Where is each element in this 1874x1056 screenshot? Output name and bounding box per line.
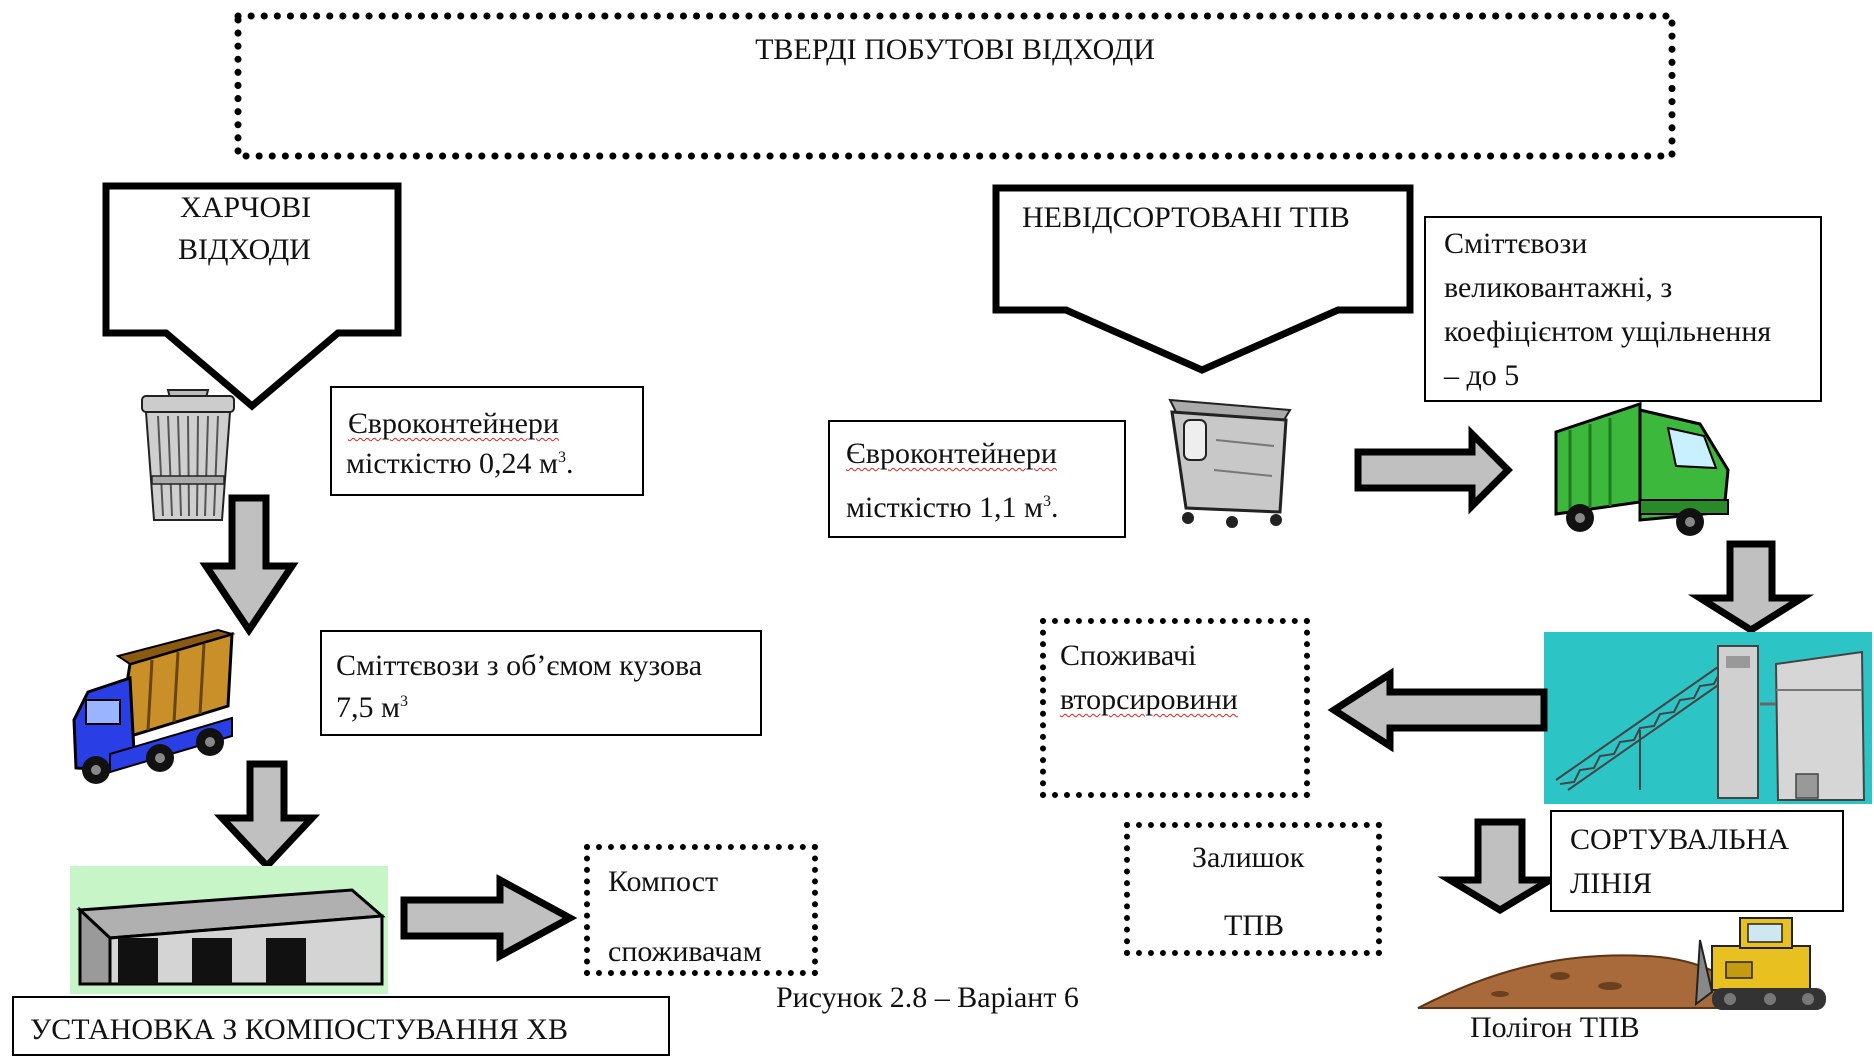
large-containers-box: Євроконтейнери місткістю 1,1 м3.: [828, 420, 1126, 538]
composting-label: УСТАНОВКА З КОМПОСТУВАННЯ ХВ: [30, 1013, 568, 1046]
composting-building-icon: [76, 888, 386, 986]
unsorted-waste-arrow: [992, 184, 1414, 374]
recyclers-line1: Споживачі: [1060, 639, 1197, 672]
small-containers-word: Євроконтейнери: [348, 407, 559, 440]
large-trucks-line2: великовантажні, з: [1444, 271, 1673, 304]
arrow-can-to-truck: [199, 494, 299, 637]
residue-box: Залишок ТПВ: [1124, 822, 1382, 956]
sorting-line2: ЛІНІЯ: [1570, 867, 1653, 900]
large-trucks-line4: – до 5: [1444, 359, 1520, 392]
trash-can-icon: [141, 389, 235, 521]
large-trucks-box: Сміттєвози великовантажні, з коефіцієнто…: [1424, 216, 1822, 402]
unsorted-label: НЕВІДСОРТОВАНІ ТПВ: [1022, 201, 1350, 234]
small-containers-capacity: місткістю 0,24 м3.: [346, 447, 574, 480]
sorting-line1: СОРТУВАЛЬНА: [1570, 823, 1789, 856]
large-container-icon: [1168, 398, 1292, 528]
sorting-plant-icon: [1555, 645, 1866, 801]
residue-line2: ТПВ: [1224, 909, 1284, 942]
small-containers-box: Євроконтейнери місткістю 0,24 м3.: [330, 386, 644, 496]
diagram-title: ТВЕРДІ ПОБУТОВІ ВІДХОДИ: [755, 33, 1155, 66]
residue-line1: Залишок: [1192, 841, 1305, 874]
landfill-label: Полігон ТПВ: [1470, 1011, 1640, 1044]
large-trucks-line3: коефіцієнтом ущільнення: [1444, 315, 1772, 348]
title-frame: [234, 12, 1676, 160]
arrow-to-compost: [400, 874, 578, 962]
recyclers-line2: вторсировини: [1060, 683, 1238, 716]
recyclers-box: Споживачі вторсировини: [1040, 618, 1310, 798]
compost-box: Компост споживачам: [584, 844, 818, 976]
arrow-truck-to-composting: [213, 760, 321, 872]
food-waste-arrow: [102, 182, 402, 411]
small-trucks-line1: Сміттєвози з об’ємом кузова: [336, 649, 703, 682]
figure-caption: Рисунок 2.8 – Варіант 6: [776, 981, 1079, 1014]
arrow-sorting-to-recyclers: [1327, 667, 1548, 753]
food-waste-label-line2: ВІДХОДИ: [178, 233, 311, 266]
arrow-sorting-to-landfill: [1437, 818, 1563, 915]
arrow-container-to-truck: [1354, 425, 1513, 515]
food-waste-label-line1: ХАРЧОВІ: [180, 191, 312, 224]
compost-line1: Компост: [608, 865, 719, 898]
compost-line2: споживачам: [608, 935, 762, 968]
large-containers-word: Євроконтейнери: [846, 437, 1057, 470]
bulldozer-icon: [1694, 917, 1826, 1010]
small-trucks-line2: 7,5 м3: [336, 691, 408, 724]
large-containers-capacity: місткістю 1,1 м3.: [846, 491, 1059, 524]
large-garbage-truck-icon: [1554, 401, 1730, 536]
arrow-truck-to-sorting: [1687, 540, 1815, 635]
small-trucks-box: Сміттєвози з об’ємом кузова 7,5 м3: [320, 630, 762, 736]
small-garbage-truck-icon: [72, 628, 236, 784]
sorting-line-box: СОРТУВАЛЬНА ЛІНІЯ: [1550, 810, 1844, 912]
composting-label-box: УСТАНОВКА З КОМПОСТУВАННЯ ХВ: [12, 996, 670, 1056]
large-trucks-line1: Сміттєвози: [1444, 227, 1588, 260]
